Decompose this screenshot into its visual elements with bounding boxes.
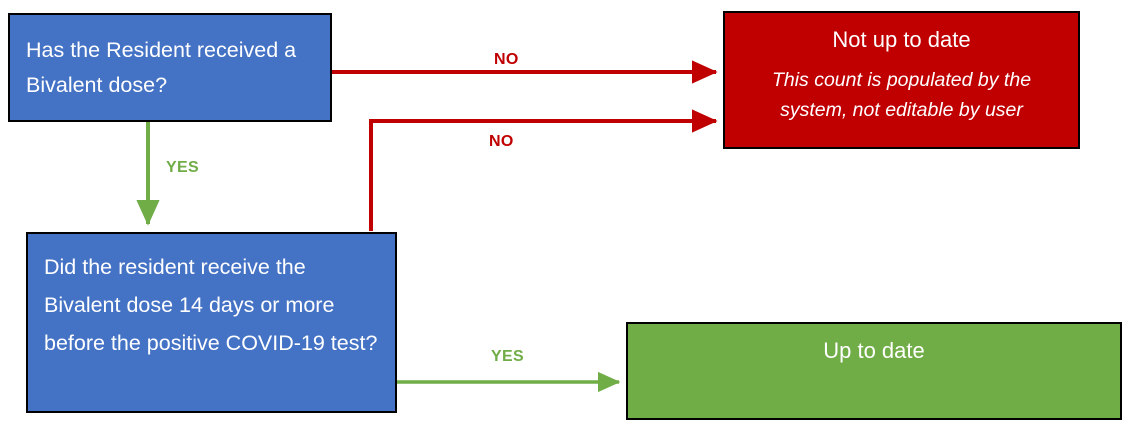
- edge-label-q1-yes: YES: [166, 159, 199, 176]
- terminal-node-not-up-to-date[interactable]: Not up to date This count is populated b…: [723, 11, 1080, 149]
- terminal-node-up-to-date[interactable]: Up to date: [626, 322, 1122, 420]
- edge-label-q2-no: NO: [489, 133, 514, 150]
- decision-node-bivalent-dose-received-text: Has the Resident received a Bivalent dos…: [26, 37, 297, 97]
- decision-node-dose-timing-text: Did the resident receive the Bivalent do…: [44, 255, 378, 355]
- terminal-node-not-up-to-date-note: This count is populated by the system, n…: [771, 69, 1032, 121]
- edge-label-q1-no: NO: [494, 51, 519, 68]
- terminal-node-not-up-to-date-title: Not up to date: [832, 27, 971, 52]
- edge-label-q2-yes: YES: [491, 348, 524, 365]
- decision-node-dose-timing[interactable]: Did the resident receive the Bivalent do…: [26, 232, 397, 413]
- decision-node-bivalent-dose-received[interactable]: Has the Resident received a Bivalent dos…: [8, 13, 332, 122]
- edge-q2-no-line: [369, 109, 718, 231]
- terminal-node-up-to-date-title: Up to date: [823, 338, 925, 363]
